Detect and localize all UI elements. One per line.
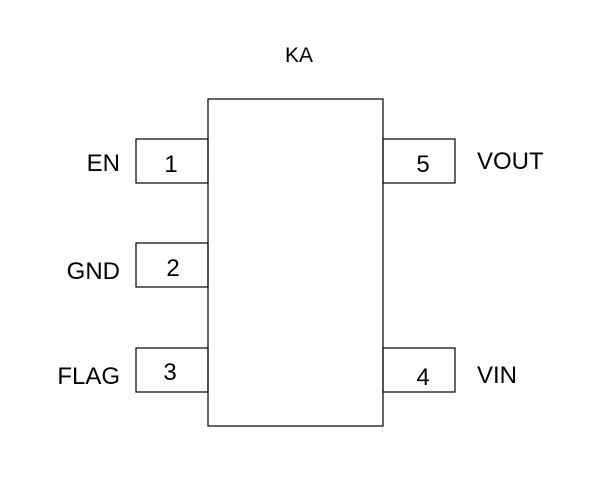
pin-2-name: GND [67,258,120,285]
pin-5-number: 5 [416,151,429,178]
pin-3-name: FLAG [57,363,120,390]
pin-2-pad [135,242,209,288]
ic-body [207,98,384,427]
pin-5: 5 VOUT [382,138,544,184]
package-marking: KA [285,44,313,67]
pin-3: 3 FLAG [57,347,209,393]
pin-2: 2 GND [67,242,209,288]
pin-1: 1 EN [87,138,209,184]
pin-2-number: 2 [166,255,179,282]
pin-4-name: VIN [477,362,517,389]
pin-1-pad [135,138,209,184]
pin-4: 4 VIN [382,347,517,393]
pin-5-pad [382,138,456,184]
pin-5-name: VOUT [477,148,544,175]
pin-3-pad [135,347,209,393]
pin-4-pad [382,347,456,393]
pin-1-name: EN [87,150,120,177]
pin-3-number: 3 [163,359,176,386]
pin-1-number: 1 [164,151,177,178]
pin-4-number: 4 [416,364,429,391]
